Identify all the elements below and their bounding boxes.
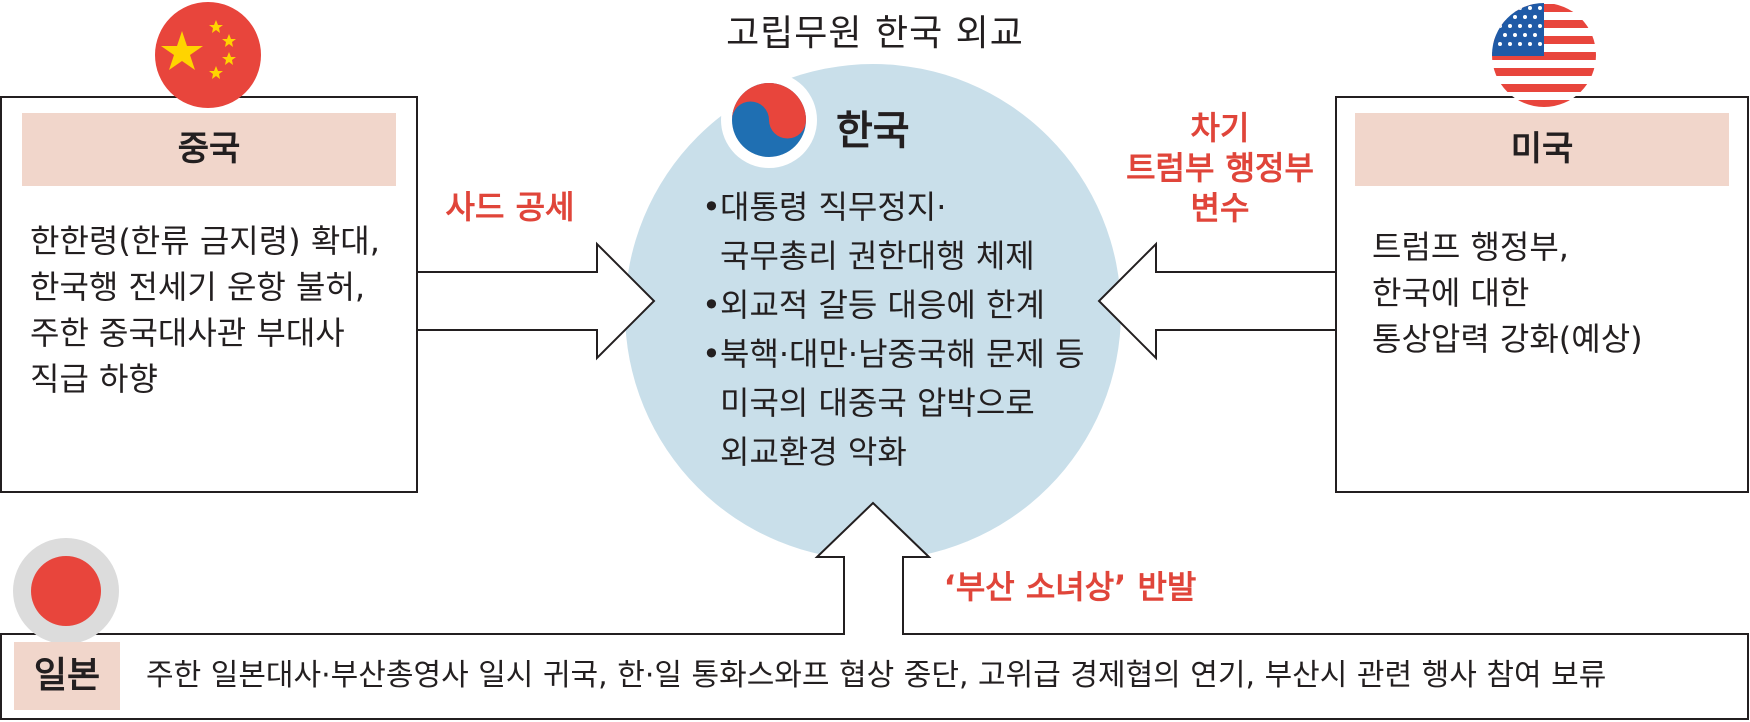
korea-issue-continuation: 미국의 대중국 압박으로 [720,384,1035,422]
korea-issue: •대통령 직무정지· [702,183,1102,232]
japan-arrow [814,501,932,635]
korea-issue: •외교적 갈등 대응에 한계 [702,281,1102,330]
china-line: 한한령(한류 금지령) 확대, [30,222,380,260]
china-line: 직급 하향 [30,360,158,398]
usa-line: 통상압력 강화(예상) [1372,320,1643,358]
usa-line: 한국에 대한 [1372,274,1530,312]
japan-box [0,633,1749,720]
usa-arrow-label-line: 변수 [1190,189,1250,227]
japan-header: 일본 [14,642,120,710]
japan-description: 주한 일본대사·부산총영사 일시 귀국, 한·일 통화스와프 협상 중단, 고위… [146,658,1607,693]
china-header: 중국 [22,113,396,186]
china-line: 주한 중국대사관 부대사 [30,314,345,352]
usa-flag-icon [1492,3,1596,107]
korea-issue-list: •대통령 직무정지· 국무총리 권한대행 체제 •외교적 갈등 대응에 한계 •… [702,183,1102,477]
usa-line: 트럼프 행정부, [1372,228,1569,266]
usa-arrow-label-line: 차기 [1190,109,1250,147]
korea-label: 한국 [836,108,910,154]
korea-issue: •북핵·대만·남중국해 문제 등 [702,330,1102,379]
japan-arrow-label: ‘부산 소녀상’ 반발 [943,568,1197,606]
usa-arrow [1097,241,1337,361]
usa-arrow-label-line: 트럼부 행정부 [1126,149,1314,187]
bullet-mark: • [702,335,721,373]
china-flag-icon [155,2,261,108]
china-line: 한국행 전세기 운항 불허, [30,268,366,306]
china-arrow-label: 사드 공세 [445,188,575,226]
usa-header: 미국 [1355,113,1729,186]
china-arrow [416,241,656,361]
bullet-mark: • [702,286,721,324]
diagram-title: 고립무원 한국 외교 [726,13,1024,54]
japan-flag-icon [13,538,119,644]
usa-description: 트럼프 행정부, 한국에 대한 통상압력 강화(예상) [1372,224,1732,362]
china-description: 한한령(한류 금지령) 확대, 한국행 전세기 운항 불허, 주한 중국대사관 … [30,218,410,402]
korea-circle [625,64,1121,560]
usa-arrow-label: 차기 트럼부 행정부 변수 [1110,108,1330,228]
korea-issue-continuation: 국무총리 권한대행 체제 [720,237,1035,275]
bullet-mark: • [702,188,721,226]
taeguk-icon [721,72,817,168]
korea-issue-continuation: 외교환경 악화 [720,433,907,471]
